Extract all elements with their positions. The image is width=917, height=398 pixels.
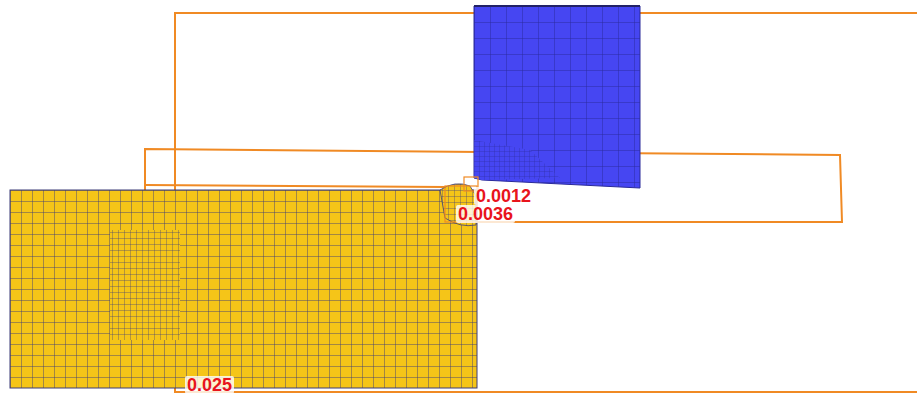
- workpiece-refined-mesh: [110, 230, 180, 340]
- tool-refined-mesh: [474, 140, 560, 180]
- workpiece-mesh: [10, 190, 477, 388]
- dimension-label: 0.025: [185, 376, 234, 394]
- dimension-label: 0.0036: [456, 205, 515, 223]
- tool-mesh: [474, 6, 640, 188]
- dimension-label: 0.0012: [474, 187, 533, 205]
- tool-edge: [474, 5, 640, 7]
